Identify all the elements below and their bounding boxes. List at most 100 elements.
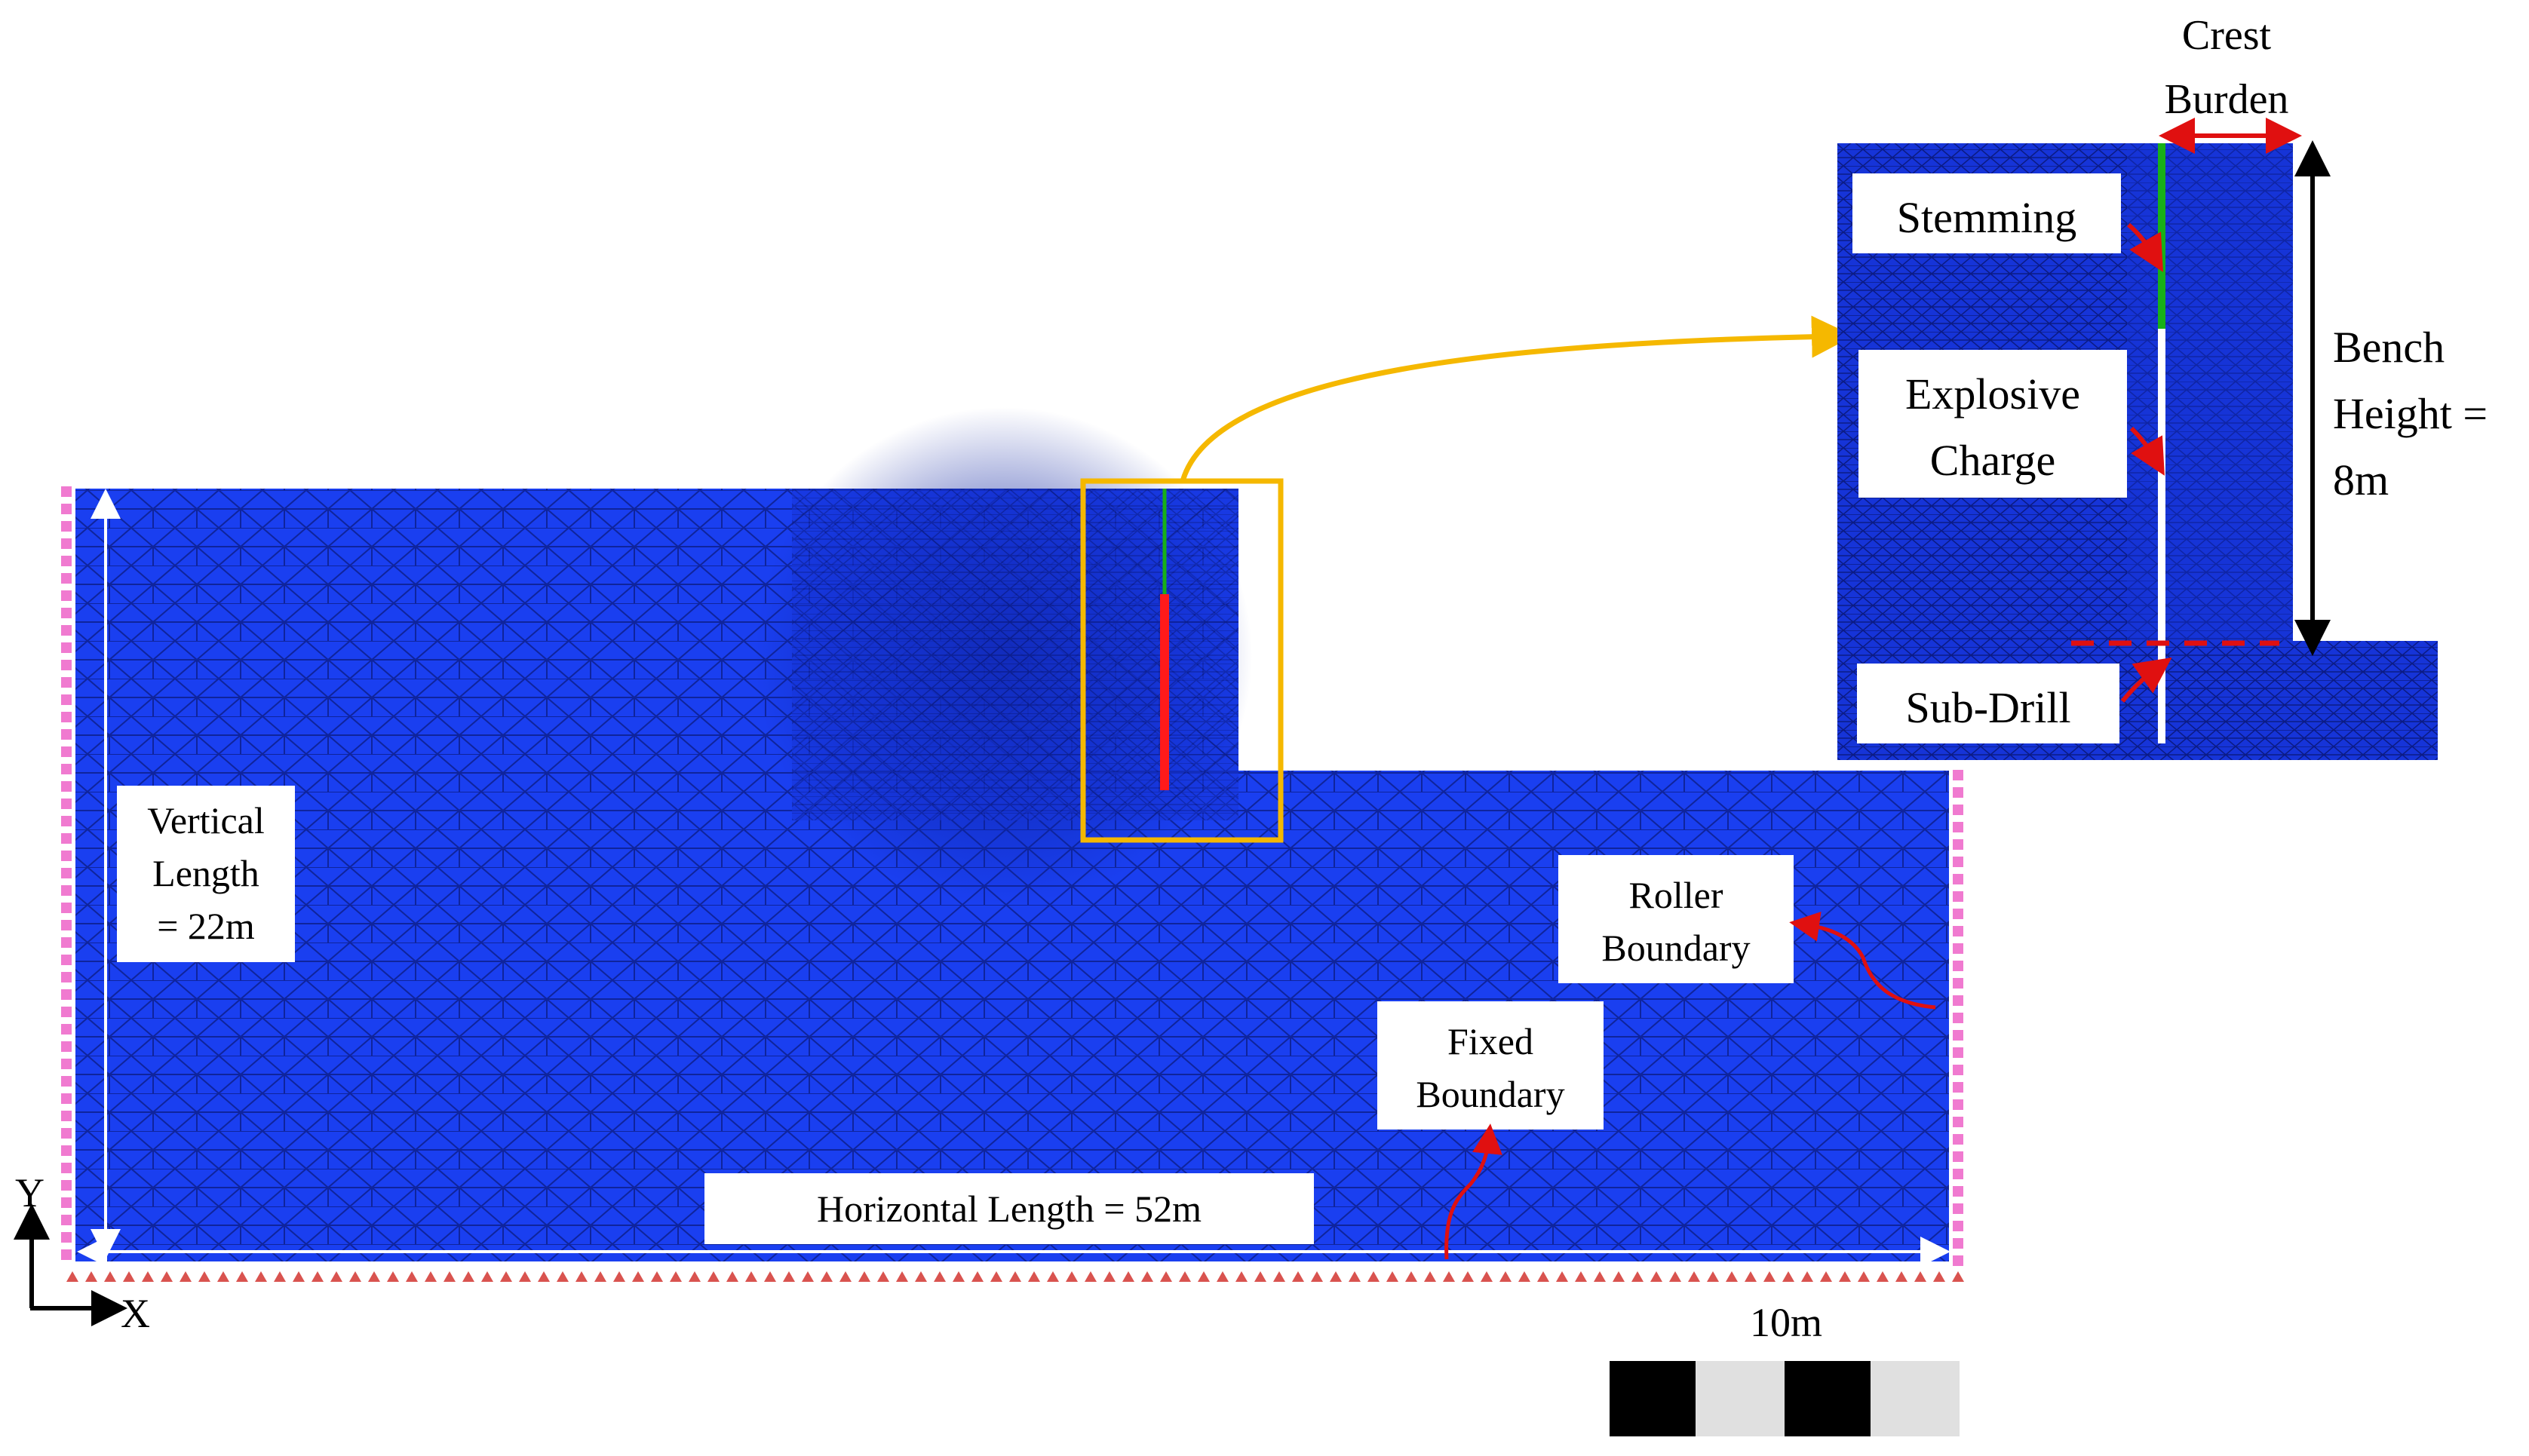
roller-marker xyxy=(1953,805,1963,815)
fixed-marker xyxy=(1499,1271,1512,1282)
fixed-marker xyxy=(1009,1271,1021,1282)
roller-marker xyxy=(61,1041,72,1052)
fixed-marker xyxy=(349,1271,361,1282)
roller-marker xyxy=(1953,995,1963,1006)
roller-marker xyxy=(61,972,72,982)
fixed-marker xyxy=(500,1271,512,1282)
roller-marker xyxy=(61,816,72,826)
fixed-marker xyxy=(745,1271,757,1282)
roller-marker xyxy=(61,677,72,688)
roller-marker xyxy=(61,781,72,792)
vertical-length-label: Vertical Length = 22m xyxy=(117,786,295,962)
roller-marker xyxy=(61,1215,72,1225)
fixed-marker xyxy=(1933,1271,1945,1282)
fixed-marker xyxy=(443,1271,456,1282)
roller-marker xyxy=(61,729,72,740)
svg-text:Burden: Burden xyxy=(2165,76,2289,123)
fixed-marker xyxy=(255,1271,267,1282)
svg-text:Height =: Height = xyxy=(2333,389,2488,438)
explosive-pointer-arrow xyxy=(2129,426,2165,476)
roller-marker xyxy=(61,833,72,844)
axis-arrows-icon: Y X xyxy=(14,1170,150,1336)
roller-marker xyxy=(61,1007,72,1017)
fixed-marker xyxy=(1839,1271,1851,1282)
roller-boundary-markers xyxy=(61,486,1963,1266)
roller-marker xyxy=(1953,1169,1963,1179)
roller-marker xyxy=(1953,1238,1963,1249)
fixed-marker xyxy=(1386,1271,1398,1282)
fixed-marker xyxy=(406,1271,418,1282)
svg-text:Explosive: Explosive xyxy=(1905,369,2080,418)
fixed-marker xyxy=(1594,1271,1606,1282)
fixed-marker xyxy=(1028,1271,1040,1282)
fixed-marker xyxy=(1763,1271,1776,1282)
roller-marker xyxy=(61,799,72,809)
stemming-pointer-arrow xyxy=(2127,222,2163,272)
svg-text:Boundary: Boundary xyxy=(1601,927,1750,969)
fixed-marker xyxy=(1330,1271,1342,1282)
fixed-marker xyxy=(953,1271,965,1282)
fixed-marker xyxy=(839,1271,852,1282)
fixed-marker xyxy=(274,1271,286,1282)
fixed-marker xyxy=(707,1271,720,1282)
fixed-marker xyxy=(1122,1271,1134,1282)
roller-marker xyxy=(1953,943,1963,954)
roller-marker xyxy=(1953,1013,1963,1023)
roller-marker xyxy=(1953,857,1963,867)
roller-marker xyxy=(61,764,72,774)
fixed-marker xyxy=(651,1271,663,1282)
svg-text:Length: Length xyxy=(152,852,259,894)
roller-marker xyxy=(61,1163,72,1173)
fixed-marker xyxy=(66,1271,78,1282)
axis-x-label: X xyxy=(121,1291,150,1336)
fixed-marker xyxy=(236,1271,248,1282)
fixed-marker xyxy=(104,1271,116,1282)
fixed-marker xyxy=(1537,1271,1549,1282)
main-mesh xyxy=(75,407,1949,1261)
sub-drill-label: Sub-Drill xyxy=(1857,664,2119,743)
roller-marker xyxy=(61,851,72,861)
crest-burden-label: Crest Burden xyxy=(2165,12,2289,123)
roller-marker xyxy=(1953,787,1963,798)
fixed-marker xyxy=(1179,1271,1191,1282)
roller-marker xyxy=(61,937,72,948)
fixed-marker xyxy=(180,1271,192,1282)
roller-marker xyxy=(61,556,72,566)
roller-marker xyxy=(1953,839,1963,850)
roller-marker xyxy=(1953,1151,1963,1162)
fixed-marker xyxy=(783,1271,795,1282)
roller-marker xyxy=(1953,1203,1963,1214)
roller-marker xyxy=(1953,1221,1963,1231)
svg-text:Bench: Bench xyxy=(2333,323,2445,372)
roller-marker xyxy=(1953,1186,1963,1197)
roller-marker xyxy=(61,1128,72,1139)
fixed-marker xyxy=(1292,1271,1304,1282)
roller-boundary-label: Roller Boundary xyxy=(1558,855,1794,983)
fixed-boundary-label: Fixed Boundary xyxy=(1377,1001,1604,1130)
fixed-marker xyxy=(896,1271,908,1282)
svg-text:Horizontal Length = 52m: Horizontal Length = 52m xyxy=(817,1188,1202,1230)
fixed-marker xyxy=(821,1271,833,1282)
fixed-marker xyxy=(1895,1271,1907,1282)
fixed-marker xyxy=(1160,1271,1172,1282)
svg-text:Roller: Roller xyxy=(1629,874,1723,916)
fixed-marker xyxy=(594,1271,606,1282)
roller-marker xyxy=(1953,961,1963,971)
roller-marker xyxy=(61,712,72,722)
fixed-marker xyxy=(934,1271,946,1282)
roller-marker xyxy=(1953,909,1963,919)
roller-marker xyxy=(61,1093,72,1104)
fixed-marker xyxy=(330,1271,342,1282)
fixed-marker xyxy=(312,1271,324,1282)
svg-text:= 22m: = 22m xyxy=(157,905,255,947)
roller-marker xyxy=(1953,1065,1963,1075)
svg-text:Vertical: Vertical xyxy=(147,799,264,841)
fixed-marker xyxy=(1311,1271,1323,1282)
fixed-marker xyxy=(1952,1271,1964,1282)
roller-marker xyxy=(61,608,72,618)
fixed-marker xyxy=(123,1271,135,1282)
fixed-marker xyxy=(1066,1271,1078,1282)
svg-text:Boundary: Boundary xyxy=(1416,1073,1564,1115)
roller-marker xyxy=(1953,1030,1963,1041)
